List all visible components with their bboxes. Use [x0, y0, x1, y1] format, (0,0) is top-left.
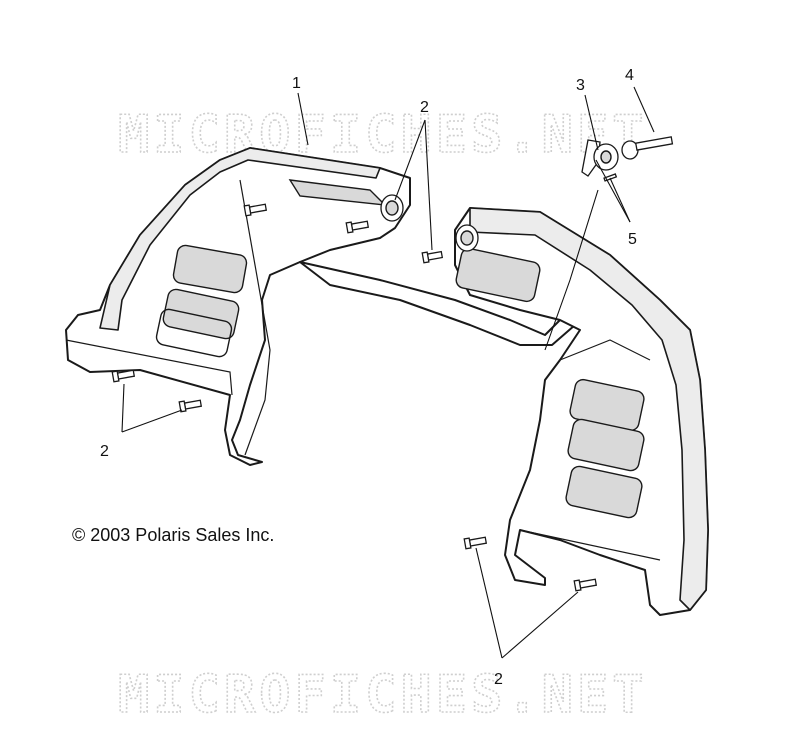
watermark-bottom: MICROFICHES.NET — [118, 665, 648, 725]
left-window-3 — [155, 308, 233, 358]
left-window-2 — [162, 288, 240, 340]
right-window-1 — [455, 247, 541, 303]
washer-icon — [593, 136, 674, 182]
latch-icon — [581, 139, 601, 177]
copyright-text: © 2003 Polaris Sales Inc. — [72, 525, 274, 545]
rack-panel-illustration — [65, 147, 709, 616]
leader-lines — [121, 86, 655, 659]
right-window-4 — [565, 465, 643, 519]
callout-3: 3 — [576, 77, 585, 94]
callout-2-top: 2 — [420, 99, 429, 116]
callout-2-left: 2 — [100, 443, 109, 460]
callout-5: 5 — [628, 231, 637, 248]
left-window-1 — [172, 244, 248, 294]
callout-1: 1 — [292, 75, 301, 92]
right-window-3 — [567, 418, 645, 472]
callout-2-bottom: 2 — [494, 671, 503, 688]
watermark-top: MICROFICHES.NET — [118, 105, 648, 165]
screw-icon — [111, 203, 598, 592]
callout-4: 4 — [625, 67, 634, 84]
